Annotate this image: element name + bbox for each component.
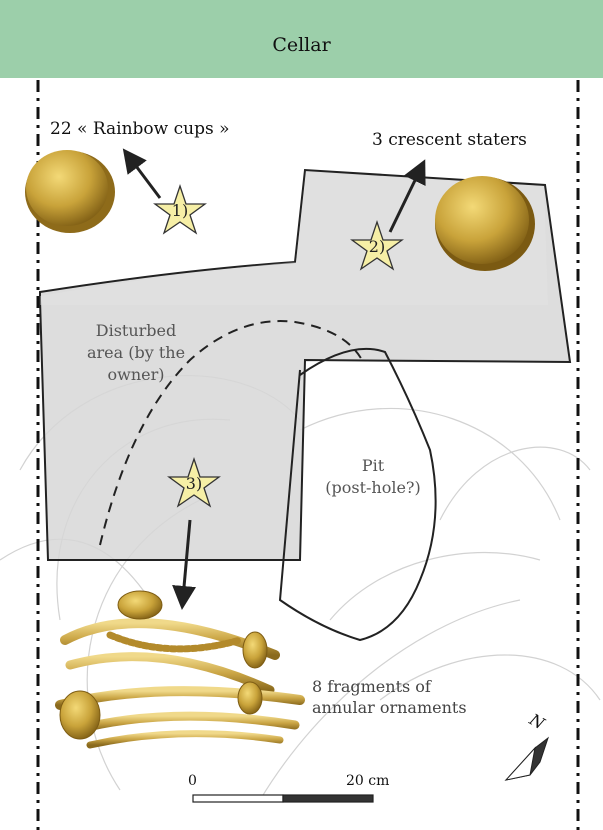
star-1-number: 1) bbox=[160, 201, 200, 220]
disturbed-line-2: area (by the bbox=[66, 342, 206, 364]
scale-bar bbox=[193, 795, 373, 802]
crescent-staters-label: 3 crescent staters bbox=[372, 130, 527, 150]
scale-start-label: 0 bbox=[188, 773, 197, 789]
north-arrow bbox=[506, 738, 548, 780]
star-2-number: 2) bbox=[357, 237, 397, 256]
annular-ornaments bbox=[60, 591, 300, 745]
disturbed-area-label: Disturbed area (by the owner) bbox=[66, 320, 206, 386]
ornaments-line-2: annular ornaments bbox=[312, 697, 512, 718]
ornaments-line-1: 8 fragments of bbox=[312, 676, 512, 697]
rainbow-cups-label: 22 « Rainbow cups » bbox=[50, 119, 230, 139]
star-3-number: 3) bbox=[174, 474, 214, 493]
ornaments-label: 8 fragments of annular ornaments bbox=[312, 676, 512, 718]
scale-end-label: 20 cm bbox=[346, 773, 389, 789]
pit-line-1: Pit bbox=[318, 455, 428, 477]
disturbed-line-3: owner) bbox=[66, 364, 206, 386]
rainbow-cup-coin bbox=[25, 150, 115, 233]
disturbed-line-1: Disturbed bbox=[66, 320, 206, 342]
pit-line-2: (post-hole?) bbox=[318, 477, 428, 499]
pit-label: Pit (post-hole?) bbox=[318, 455, 428, 499]
arrow-1 bbox=[130, 158, 160, 198]
